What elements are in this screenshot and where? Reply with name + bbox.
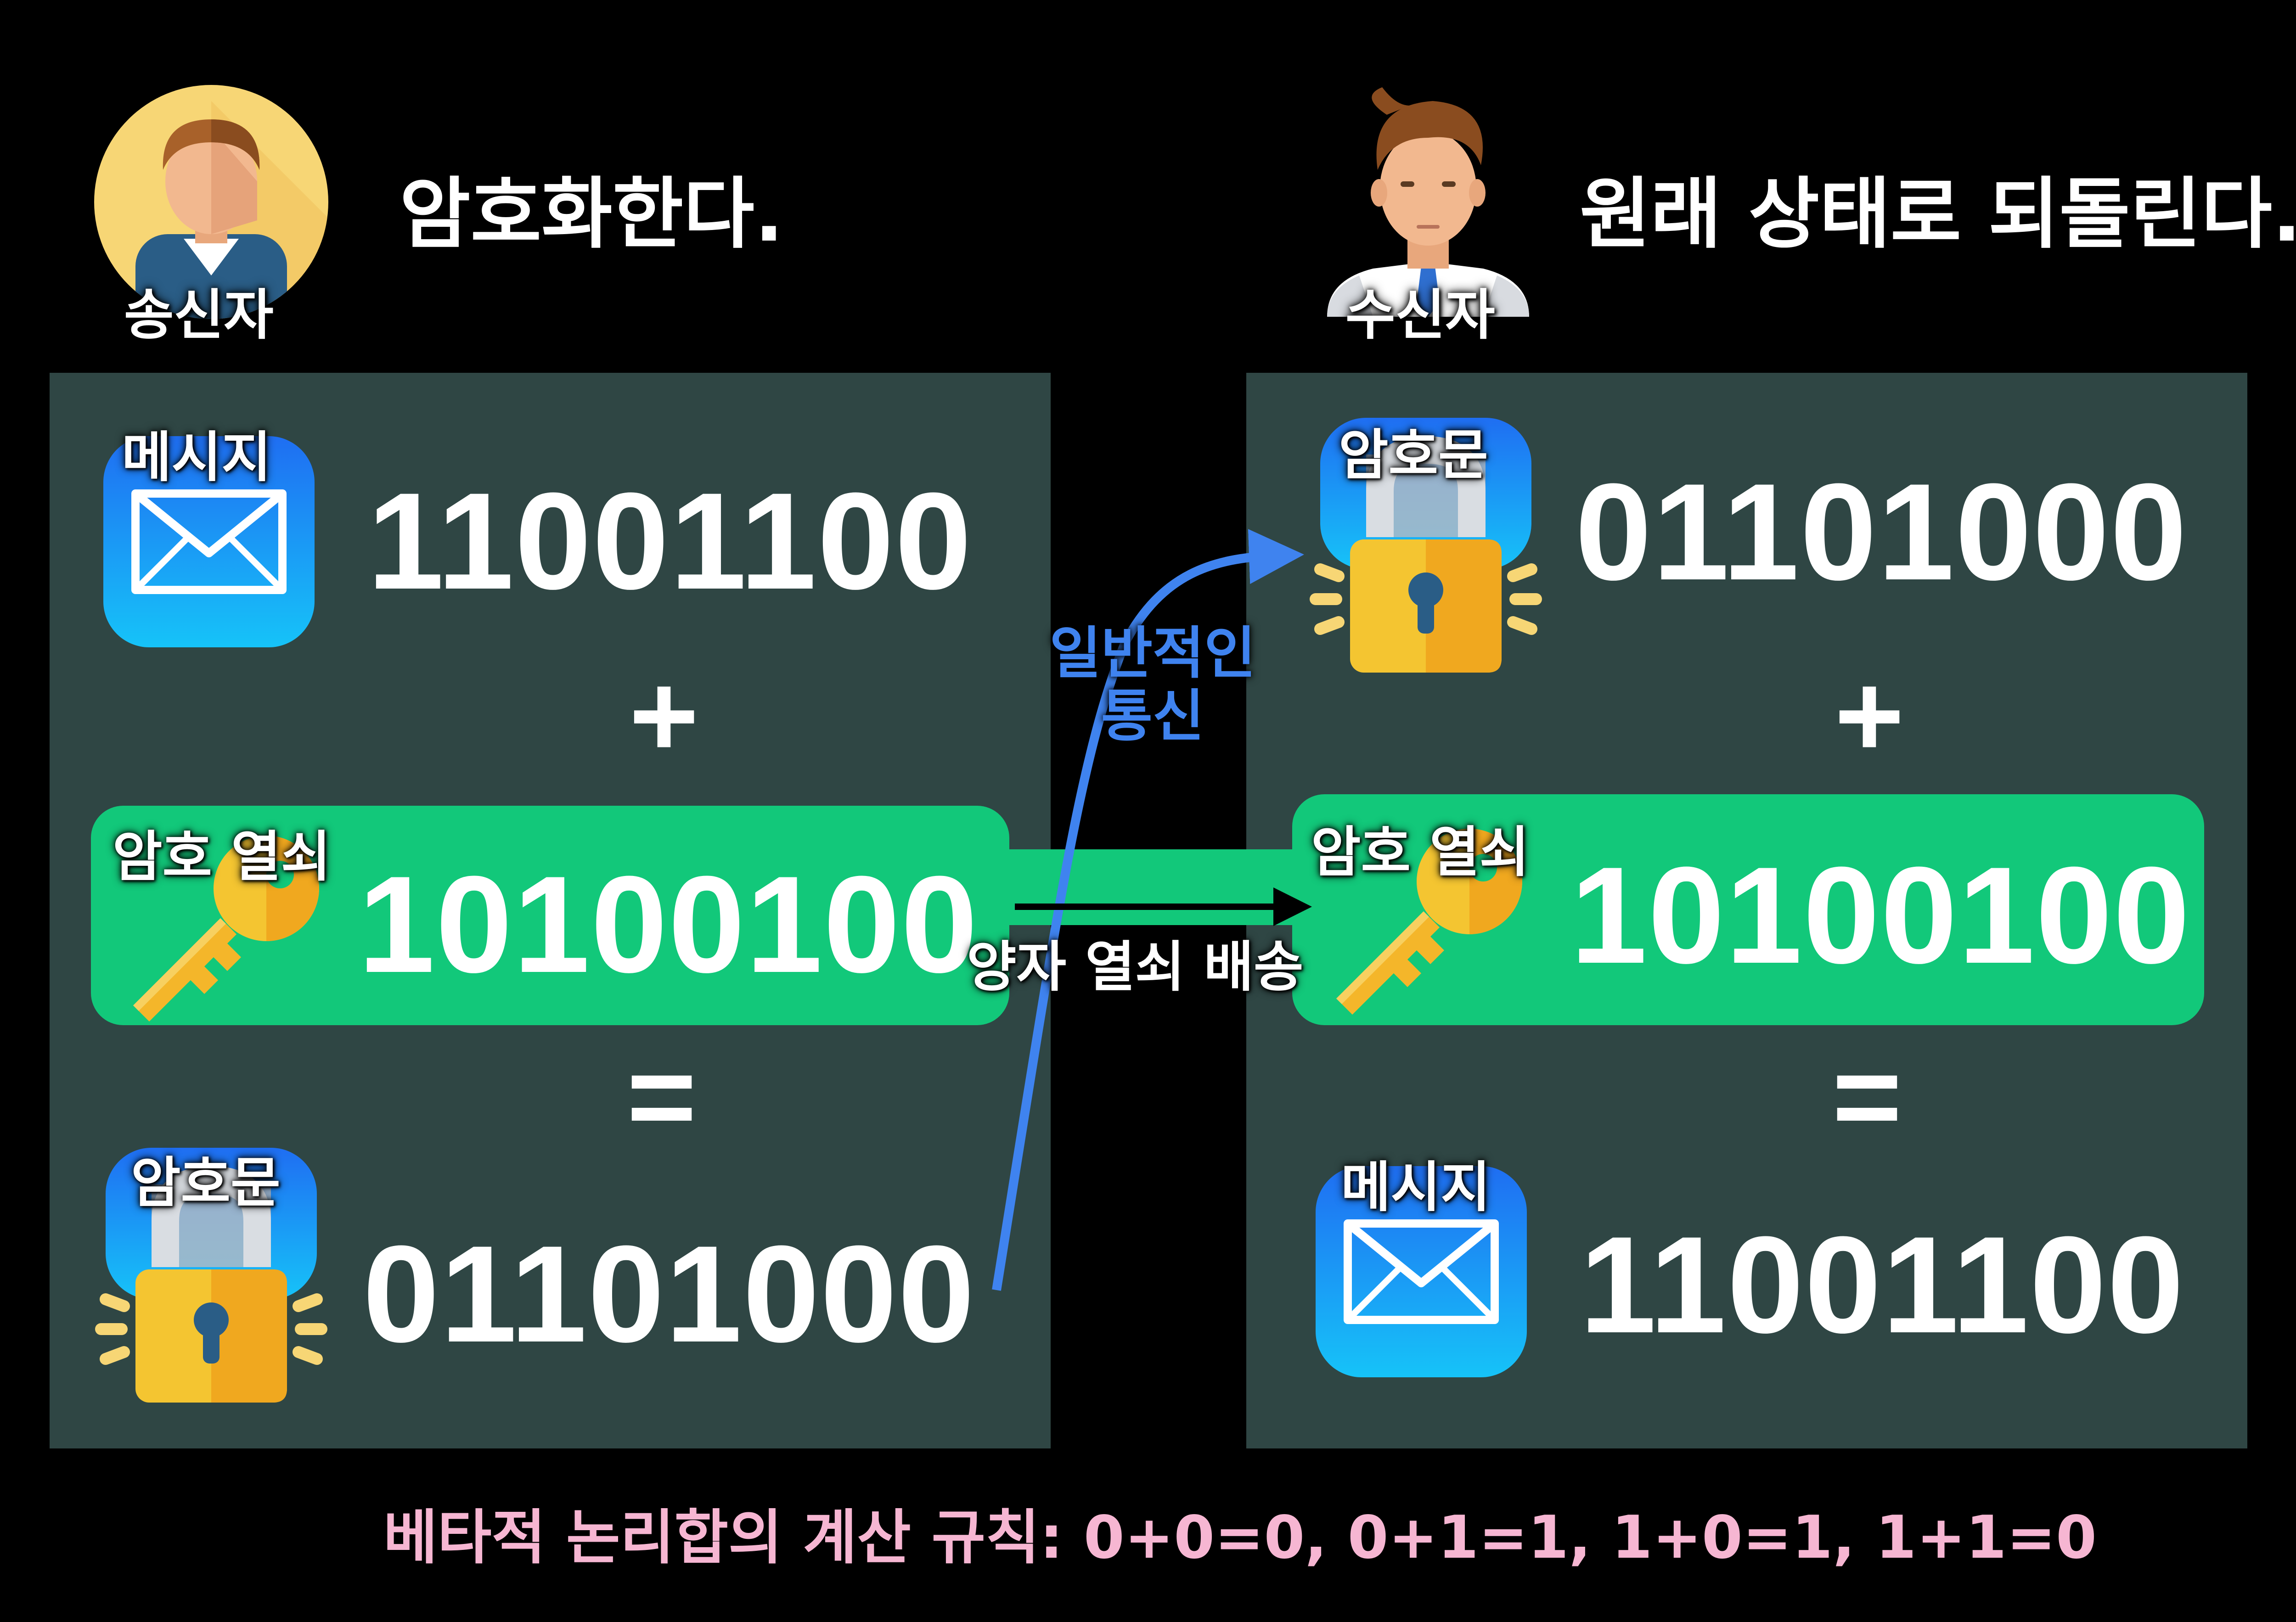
- normal-communication-label: 일반적인 통신: [1029, 622, 1277, 747]
- xor-rule-footer: 베타적 논리합의 계산 규칙: 0+0=0, 0+1=1, 1+0=1, 1+1…: [383, 1490, 2097, 1575]
- quantum-key-distribution-label: 양자 열쇠 배송: [967, 923, 1304, 1001]
- normal-communication-line2: 통신: [1029, 685, 1277, 748]
- normal-communication-line1: 일반적인: [1029, 622, 1277, 685]
